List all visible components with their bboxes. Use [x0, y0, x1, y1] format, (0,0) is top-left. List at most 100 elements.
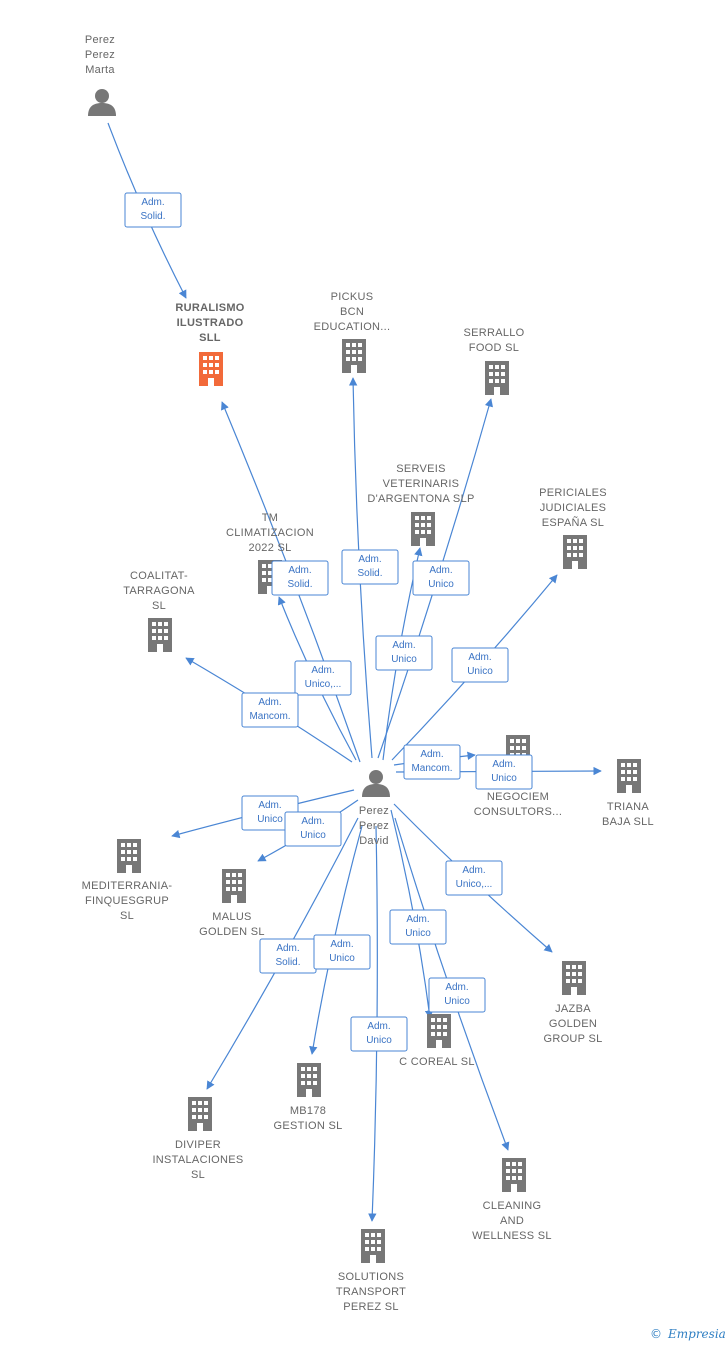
edge-label-coreal[interactable]: Adm.Unico — [389, 909, 447, 945]
edge-label-text: Adm. — [258, 800, 281, 811]
edge-label-coalitat[interactable]: Adm. Mancom. — [241, 692, 299, 728]
edge-label-box — [241, 692, 299, 728]
edge-label-text: Mancom. — [249, 711, 290, 722]
edge-label-text: Unico — [405, 928, 431, 939]
edge-label-text: Adm. — [258, 697, 281, 708]
node-label-line: TM — [262, 512, 278, 524]
node-label-line: MB178 — [290, 1105, 326, 1117]
edge-label-ruralismo[interactable]: Adm.Solid. — [124, 192, 182, 228]
node-label-line: SL — [120, 910, 134, 922]
edge-label-ruralismo[interactable]: Adm.Solid. — [271, 560, 329, 596]
node-label-line: CLEANING — [483, 1200, 542, 1212]
edge-label-text: Unico — [444, 996, 470, 1007]
edge-label-text: Adm. — [358, 554, 381, 565]
edge-label-jazba[interactable]: Adm.Unico,... — [445, 860, 503, 896]
node-label-line: SERVEIS — [396, 463, 446, 475]
building-icon — [188, 1097, 212, 1131]
edge-label-tm[interactable]: Adm.Unico,... — [294, 660, 352, 696]
edge-label-triana[interactable]: Adm.Unico — [475, 754, 533, 790]
node-label-line: INSTALACIONES — [152, 1154, 243, 1166]
edge-label-malus[interactable]: Adm.Unico — [284, 811, 342, 847]
edge-label-box — [294, 660, 352, 696]
edge-label-box — [451, 647, 509, 683]
node-label-line: 2022 SL — [248, 542, 291, 554]
edge-label-text: Adm. — [330, 939, 353, 950]
node-label-line: COALITAT- — [130, 570, 188, 582]
node-label-line: CONSULTORS... — [474, 806, 562, 818]
edge-label-text: Unico — [300, 830, 326, 841]
copyright-symbol: © — [650, 1327, 662, 1341]
building-icon — [411, 512, 435, 546]
building-icon — [427, 1014, 451, 1048]
edge-label-periciales[interactable]: Adm.Unico — [451, 647, 509, 683]
node-label-line: FOOD SL — [469, 342, 519, 354]
node-label-line: GESTION SL — [273, 1120, 342, 1132]
edges-layer — [107, 122, 602, 1222]
edge-label-box — [428, 977, 486, 1013]
edge-label-text: Adm. — [367, 1021, 390, 1032]
edge-label-text: Mancom. — [411, 763, 452, 774]
node-label-line: BCN — [340, 306, 364, 318]
edge-label-serveis[interactable]: Adm.Unico — [375, 635, 433, 671]
edge-label-text: Unico — [366, 1035, 392, 1046]
edge-label-text: Unico,... — [456, 879, 493, 890]
edge-label-serrallo[interactable]: Adm.Unico — [412, 560, 470, 596]
edge-label-text: Solid. — [140, 211, 165, 222]
edge-label-text: Adm. — [445, 982, 468, 993]
node-label-line: C COREAL SL — [399, 1056, 475, 1068]
edge-label-negociem[interactable]: Adm.Mancom. — [403, 744, 461, 780]
node-label-line: SOLUTIONS — [338, 1271, 404, 1283]
node-label-line: MEDITERRANIA- — [82, 880, 173, 892]
node-mediterrania[interactable]: MEDITERRANIA- FINQUESGRUP SL — [82, 839, 173, 922]
edge-label-text: Adm. — [288, 565, 311, 576]
node-label-line: JAZBA — [555, 1003, 591, 1015]
edge-label-text: Adm. — [276, 943, 299, 954]
edge-label-pickus[interactable]: Adm. Solid. — [341, 549, 399, 585]
node-label-line: SL — [191, 1169, 205, 1181]
edge-label-text: Solid. — [357, 568, 382, 579]
building-icon — [222, 869, 246, 903]
node-label-line: PEREZ SL — [343, 1301, 399, 1313]
edge-label-text: Unico — [257, 814, 283, 825]
edge-label-box — [284, 811, 342, 847]
edge-label-text: Adm. — [429, 565, 452, 576]
node-label-line: TRIANA — [607, 801, 649, 813]
edge-label-text: Unico — [391, 654, 417, 665]
person-icon — [88, 89, 116, 116]
edge-label-box — [313, 934, 371, 970]
edge-label-solutions[interactable]: Adm. Unico — [350, 1016, 408, 1052]
edge-label-box — [271, 560, 329, 596]
node-label-line: Marta — [85, 64, 115, 76]
edge-label-diviper[interactable]: Adm.Solid. — [259, 938, 317, 974]
node-label-line: Perez — [85, 49, 115, 61]
edge-label-mb178[interactable]: Adm.Unico — [313, 934, 371, 970]
brand-watermark[interactable]: © Empresia — [650, 1327, 726, 1341]
node-coreal[interactable]: C COREAL SL — [399, 1014, 475, 1068]
edge-label-cleaning[interactable]: Adm. Unico — [428, 977, 486, 1013]
node-label-line: GOLDEN — [549, 1018, 597, 1030]
node-pickus[interactable]: PICKUSBCNEDUCATION... — [314, 291, 391, 373]
node-label-line: FINQUESGRUP — [85, 895, 169, 907]
node-label-line: PICKUS — [331, 291, 374, 303]
node-label-line: SL — [152, 600, 166, 612]
nodes-layer: PerezPerezMartaRURALISMOILUSTRADOSLLPICK… — [82, 34, 654, 1313]
node-label-line: JUDICIALES — [540, 502, 607, 514]
node-label-line: VETERINARIS — [383, 478, 460, 490]
edge-label-box — [445, 860, 503, 896]
edge-label-text: Unico — [491, 773, 517, 784]
